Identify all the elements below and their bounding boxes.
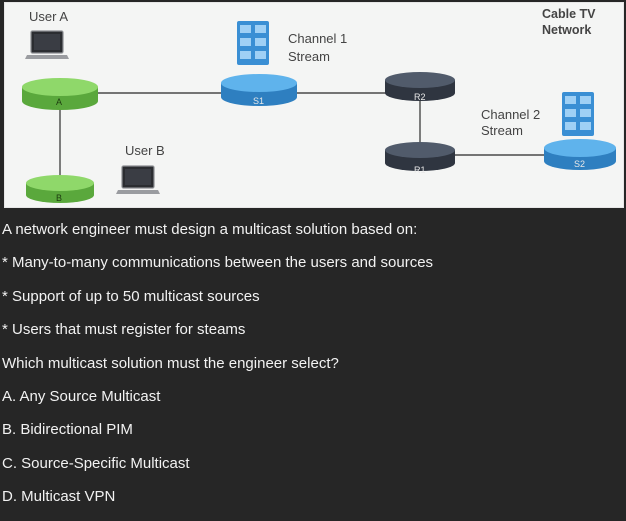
cable-tv-label-line1: Cable TV — [542, 7, 596, 21]
requirement-3: * Users that must register for steams — [2, 321, 246, 339]
option-c[interactable]: C. Source-Specific Multicast — [2, 454, 190, 472]
router-r1-label: R1 — [414, 165, 426, 175]
requirement-1: * Many-to-many communications between th… — [2, 254, 434, 272]
router-s2: S2 — [544, 139, 616, 170]
question-text: A network engineer must design a multica… — [2, 220, 622, 521]
laptop-icon — [116, 165, 160, 194]
user-a-label: User A — [29, 9, 68, 24]
router-a: A — [22, 78, 98, 110]
laptop-icon — [25, 30, 69, 59]
router-r2-label: R2 — [414, 92, 426, 102]
router-b: B — [26, 175, 94, 203]
router-s2-label: S2 — [574, 159, 585, 169]
network-diagram: User A User B Channel 1 Stream Channel 2… — [22, 7, 616, 203]
option-d[interactable]: D. Multicast VPN — [2, 488, 116, 506]
channel1-label-line1: Channel 1 — [288, 31, 347, 46]
option-b[interactable]: B. Bidirectional PIM — [2, 421, 133, 439]
router-s1: S1 — [221, 74, 297, 106]
channel2-label-line1: Channel 2 — [481, 107, 540, 122]
router-b-label: B — [56, 193, 62, 203]
user-b-label: User B — [125, 143, 165, 158]
question-prompt: Which multicast solution must the engine… — [2, 354, 339, 372]
requirement-2: * Support of up to 50 multicast sources — [2, 287, 260, 305]
server-icon — [562, 92, 594, 136]
network-diagram-panel: User A User B Channel 1 Stream Channel 2… — [4, 2, 624, 208]
router-r2: R2 — [385, 72, 455, 102]
channel1-label-line2: Stream — [288, 49, 330, 64]
router-r1: R1 — [385, 142, 455, 175]
router-a-label: A — [56, 97, 62, 107]
cable-tv-label-line2: Network — [542, 23, 591, 37]
channel2-label-line2: Stream — [481, 123, 523, 138]
option-a[interactable]: A. Any Source Multicast — [2, 387, 161, 405]
server-icon — [237, 21, 269, 65]
router-s1-label: S1 — [253, 96, 264, 106]
question-intro: A network engineer must design a multica… — [2, 221, 418, 238]
